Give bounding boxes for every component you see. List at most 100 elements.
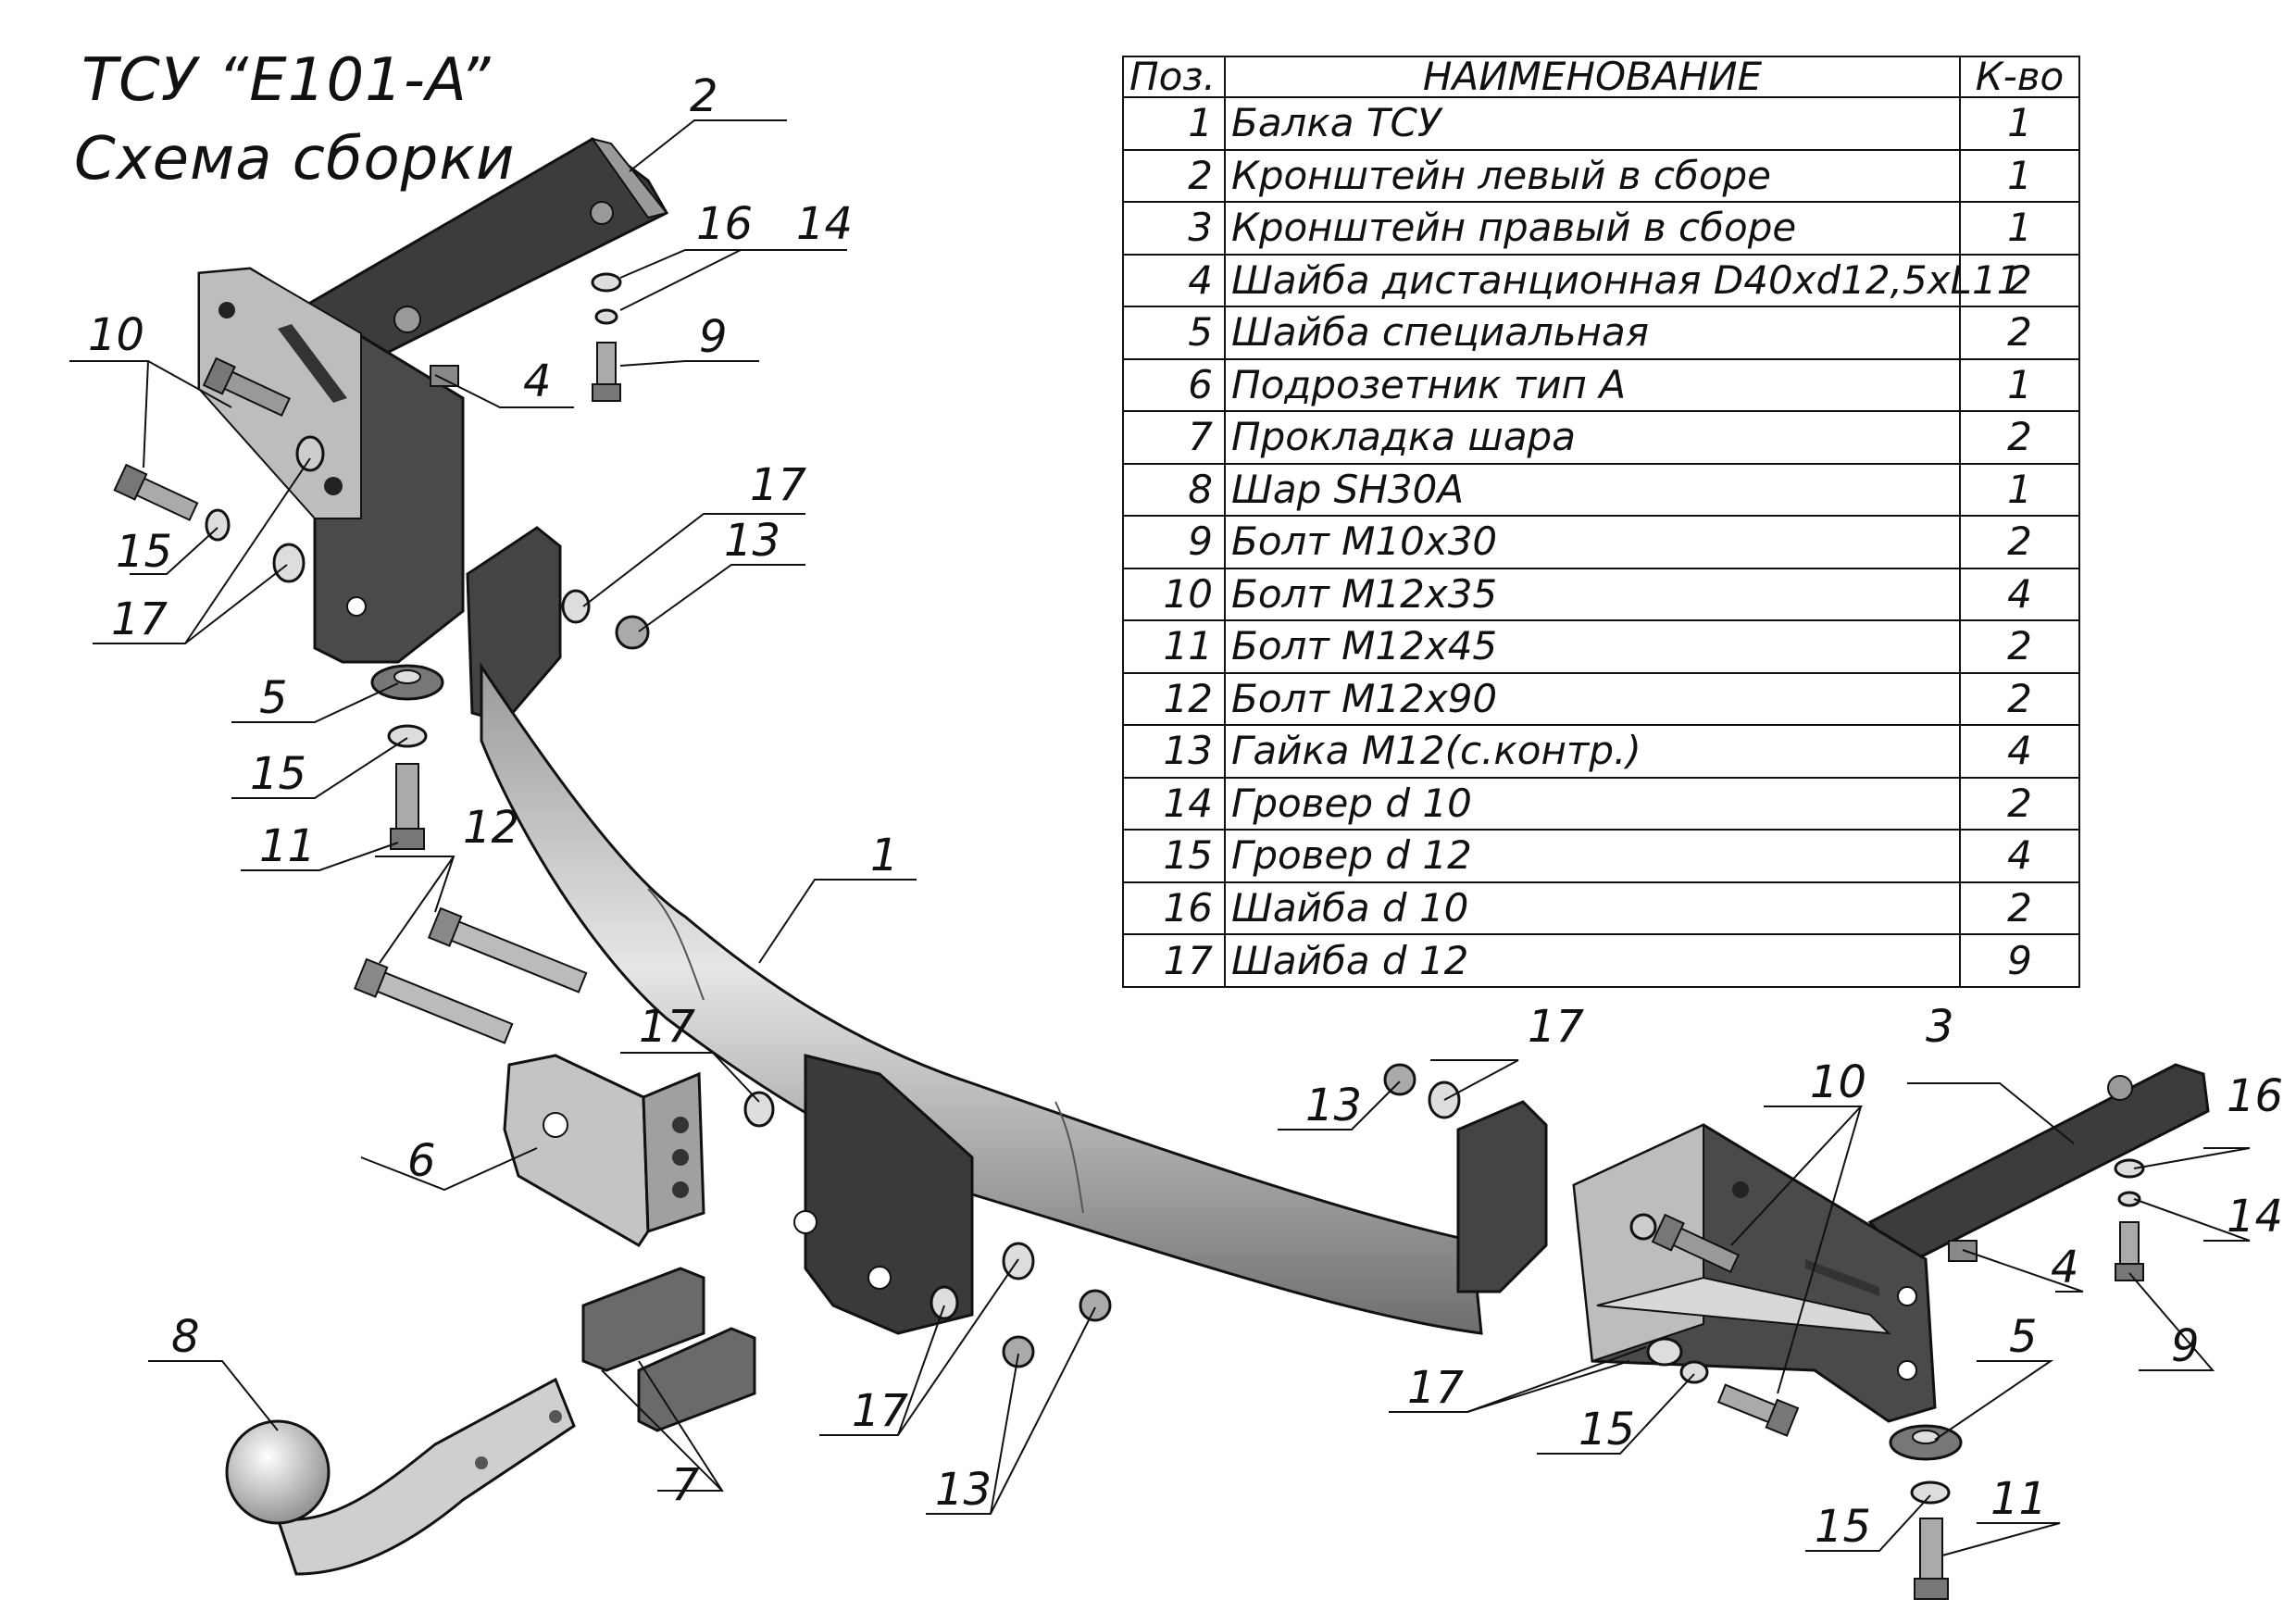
washer-d12 (561, 589, 591, 624)
lock-washer-d10 (594, 308, 618, 325)
callout-15: 15 (1815, 1501, 1871, 1553)
washer-d12 (272, 543, 306, 583)
callout-15: 15 (1578, 1404, 1635, 1455)
row-pos: 11 (1122, 619, 1226, 674)
row-pos: 4 (1122, 253, 1226, 308)
beam-tube (480, 662, 1483, 1335)
row-pos: 12 (1122, 671, 1226, 727)
callout-3: 3 (1926, 1001, 1954, 1053)
spacer-washer (430, 365, 459, 387)
row-name: Болт М12х35 (1224, 567, 1961, 622)
row-name: Шайба дистанционная D40xd12,5xL11 (1224, 253, 2021, 308)
title-line-1: ТСУ “E101-A” (81, 46, 492, 115)
row-name: Шайба d 12 (1224, 933, 1961, 988)
callout-9: 9 (2171, 1320, 2200, 1372)
row-qty: 2 (1959, 306, 2080, 360)
header-name: НАИМЕНОВАНИЕ (1224, 56, 1961, 98)
row-name: Кронштейн правый в сборе (1224, 201, 1961, 256)
towbar-beam (466, 526, 1548, 1335)
row-qty: 2 (1959, 410, 2080, 465)
callout-14: 14 (2227, 1191, 2283, 1243)
callout-9: 9 (699, 311, 728, 363)
row-qty: 1 (1959, 357, 2080, 413)
callout-4: 4 (2051, 1242, 2079, 1293)
row-name: Болт М12х90 (1224, 671, 1961, 727)
callout-labels: 2 16 14 10 9 4 15 17 17 13 5 15 11 12 1 … (88, 70, 2283, 1553)
row-pos: 1 (1122, 96, 1226, 151)
table-header-row: Поз. НАИМЕНОВАНИЕ К-во (1122, 56, 2080, 98)
leader-lines (69, 119, 2251, 1556)
row-name: Болт М10х30 (1224, 515, 1961, 569)
row-qty: 2 (1959, 776, 2080, 831)
callout-10: 10 (1810, 1056, 1866, 1108)
beam-right-plate (1456, 1100, 1548, 1293)
bolt-m12x45 (395, 763, 419, 834)
row-pos: 10 (1122, 567, 1226, 622)
row-qty: 2 (1959, 253, 2080, 308)
callout-13: 13 (935, 1464, 992, 1516)
callout-16: 16 (2227, 1070, 2283, 1122)
callout-17: 17 (1407, 1362, 1465, 1414)
header-qty: К-во (1959, 56, 2080, 98)
socket-plate (503, 1054, 705, 1248)
lock-washer-d12 (387, 724, 428, 748)
row-pos: 9 (1122, 515, 1226, 569)
callout-11: 11 (259, 820, 316, 872)
row-pos: 17 (1122, 933, 1226, 988)
row-qty: 4 (1959, 829, 2080, 883)
row-pos: 8 (1122, 462, 1226, 518)
row-qty: 2 (1959, 881, 2080, 936)
row-name: Подрозетник тип А (1224, 357, 1961, 413)
row-pos: 3 (1122, 201, 1226, 256)
row-pos: 5 (1122, 306, 1226, 360)
bracket-hole (218, 302, 235, 319)
callout-15: 15 (250, 748, 306, 800)
bolt-m12x35 (133, 476, 199, 521)
row-qty: 4 (1959, 567, 2080, 622)
left-fasteners (113, 272, 650, 850)
row-name: Шайба специальная (1224, 306, 1961, 360)
callout-10: 10 (88, 309, 144, 361)
callout-6: 6 (407, 1135, 436, 1187)
row-pos: 16 (1122, 881, 1226, 936)
callout-17: 17 (750, 459, 807, 511)
row-pos: 6 (1122, 357, 1226, 413)
callout-5: 5 (259, 672, 288, 724)
tow-ball (225, 1377, 576, 1576)
row-qty: 1 (1959, 148, 2080, 204)
callout-15: 15 (116, 526, 172, 578)
callout-17: 17 (111, 593, 168, 645)
row-name: Кронштейн левый в сборе (1224, 148, 1961, 204)
right-bracket-assembly (1572, 1063, 2210, 1423)
row-name: Балка ТСУ (1224, 96, 1961, 151)
washer-d12 (295, 435, 325, 472)
row-name: Гровер d 10 (1224, 776, 1961, 831)
bracket-hole (346, 596, 367, 617)
callout-5: 5 (2009, 1311, 2038, 1363)
row-name: Гровер d 12 (1224, 829, 1961, 883)
row-name: Гайка М12(с.контр.) (1224, 724, 1961, 779)
callout-13: 13 (724, 515, 780, 567)
callout-4: 4 (523, 356, 552, 407)
left-bracket-assembly (197, 137, 669, 664)
callout-13: 13 (1305, 1080, 1362, 1131)
callout-14: 14 (796, 198, 853, 250)
callout-16: 16 (696, 198, 753, 250)
bolt-m10x30 (596, 342, 617, 390)
row-name: Шайба d 10 (1224, 881, 1961, 936)
